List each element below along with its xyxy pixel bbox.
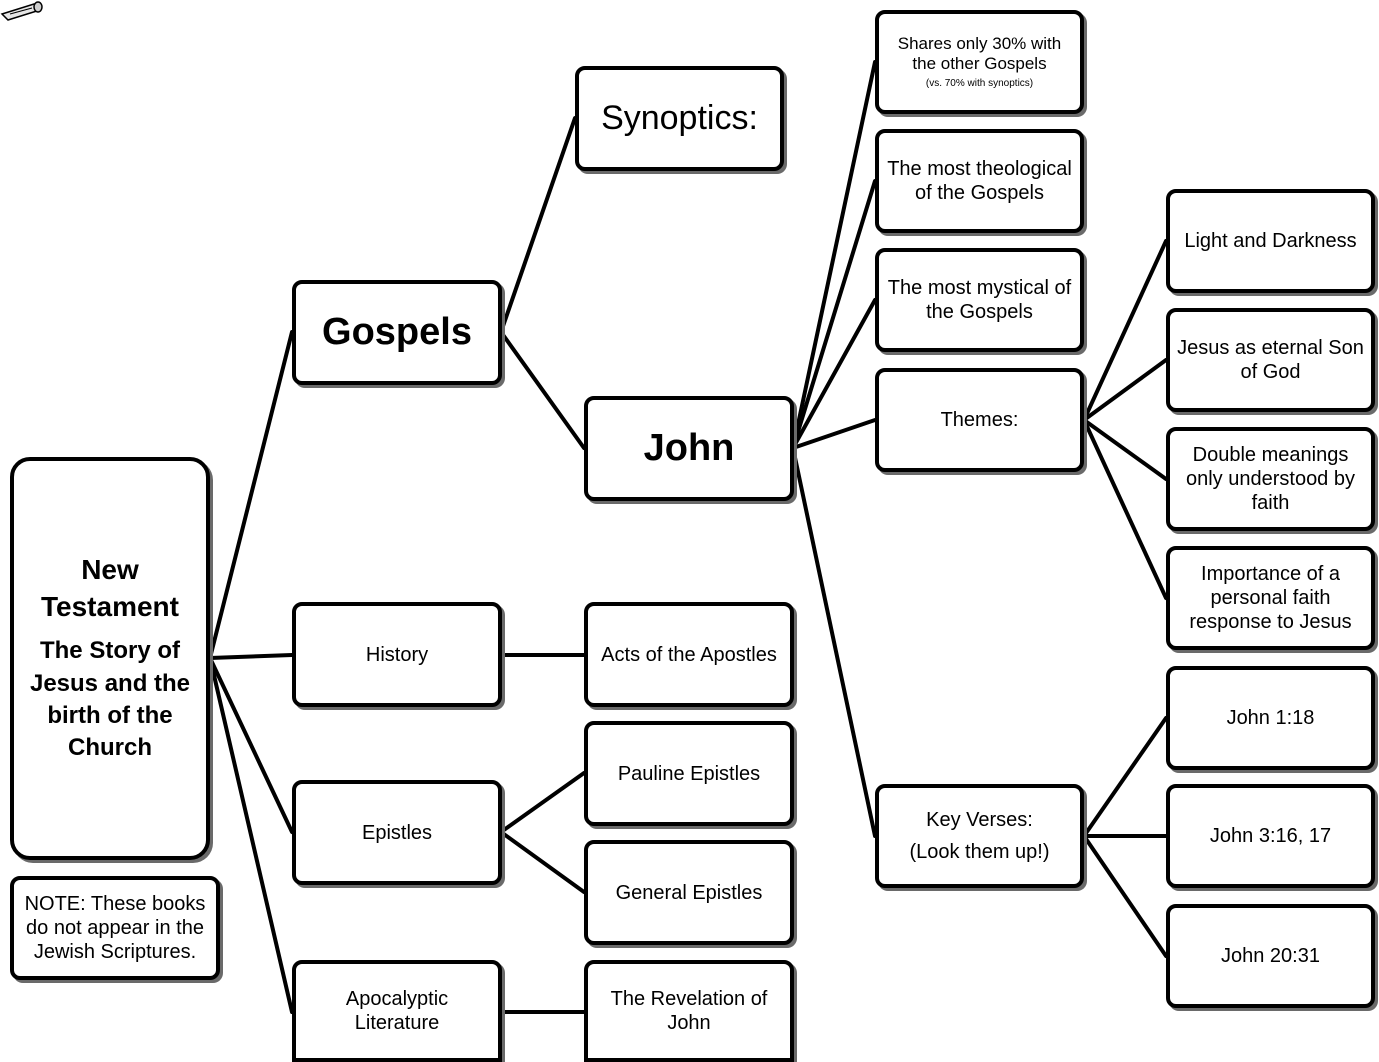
- john-label: John: [643, 426, 735, 469]
- link-themes-1: [1082, 239, 1168, 422]
- link-themes-3: [1082, 418, 1168, 481]
- link-john-keyverses: [791, 446, 877, 838]
- link-epistles-pauline: [499, 771, 586, 834]
- link-epistles-general: [499, 830, 586, 894]
- link-gospels-synoptics: [499, 116, 577, 334]
- link-john-themes: [791, 418, 877, 450]
- key-verses-note: (Look them up!): [909, 841, 1050, 863]
- verse-item: John 20:31: [1166, 904, 1375, 1008]
- key-verses-node: Key Verses: (Look them up!): [875, 784, 1084, 888]
- note-box: NOTE: These books do not appear in the J…: [10, 876, 220, 980]
- theme-item: Jesus as eternal Son of God: [1166, 308, 1375, 412]
- apocalyptic-label: Apocalyptic Literature: [345, 988, 449, 1034]
- pauline-node: Pauline Epistles: [584, 721, 794, 826]
- theological-node: The most theological of the Gospels: [875, 129, 1084, 233]
- revelation-node: The Revelation of John: [584, 960, 794, 1062]
- root-node: New Testament The Story of Jesus and the…: [10, 457, 210, 860]
- gospels-label: Gospels: [322, 310, 472, 353]
- link-verses-3: [1082, 834, 1168, 958]
- epistles-label: Epistles: [361, 821, 433, 844]
- link-john-theological: [791, 179, 877, 450]
- link-themes-2: [1082, 358, 1168, 422]
- link-verses-1: [1082, 716, 1168, 838]
- theme-label: Light and Darkness: [1184, 230, 1357, 252]
- link-john-shares: [791, 60, 877, 450]
- link-root-history: [208, 653, 294, 660]
- theme-label: Double meanings only understood by faith: [1185, 444, 1355, 514]
- themes-label: Themes:: [940, 409, 1019, 431]
- theme-label: Jesus as eternal Son of God: [1177, 337, 1364, 383]
- themes-node: Themes:: [875, 368, 1084, 472]
- john-node: John: [584, 396, 794, 501]
- root-subtitle: The Story of Jesus and the birth of the …: [29, 637, 191, 762]
- synoptics-label: Synoptics:: [601, 99, 758, 138]
- shares-label: Shares only 30% with the other Gospels: [897, 33, 1062, 73]
- apocalyptic-node: Apocalyptic Literature: [292, 960, 502, 1062]
- link-john-mystical: [791, 298, 877, 450]
- gospels-node: Gospels: [292, 280, 502, 385]
- scroll-logo-icon: [0, 1, 43, 21]
- synoptics-node: Synoptics:: [575, 66, 784, 171]
- pauline-label: Pauline Epistles: [617, 762, 761, 785]
- shares-note: (vs. 70% with synoptics): [925, 78, 1034, 90]
- link-root-gospels: [208, 330, 294, 660]
- theme-item: Double meanings only understood by faith: [1166, 427, 1375, 531]
- acts-label: Acts of the Apostles: [601, 643, 777, 666]
- verse-item: John 1:18: [1166, 666, 1375, 770]
- theme-item: Light and Darkness: [1166, 189, 1375, 293]
- link-root-epistles: [208, 656, 294, 834]
- verse-label: John 20:31: [1221, 945, 1320, 967]
- theme-label: Importance of a personal faith response …: [1189, 563, 1352, 633]
- mystical-node: The most mystical of the Gospels: [875, 248, 1084, 352]
- mystical-label: The most mystical of the Gospels: [887, 277, 1072, 323]
- verse-item: John 3:16, 17: [1166, 784, 1375, 888]
- note-text: NOTE: These books do not appear in the J…: [24, 893, 206, 963]
- root-title: New Testament: [41, 554, 179, 622]
- key-verses-label: Key Verses:: [926, 809, 1033, 831]
- history-node: History: [292, 602, 502, 707]
- revelation-label: The Revelation of John: [610, 988, 768, 1034]
- verse-label: John 3:16, 17: [1209, 825, 1332, 847]
- verse-label: John 1:18: [1226, 707, 1315, 729]
- theological-label: The most theological of the Gospels: [887, 158, 1072, 204]
- shares-node: Shares only 30% with the other Gospels (…: [875, 10, 1084, 114]
- link-root-apocalyptic: [208, 656, 294, 1014]
- theme-item: Importance of a personal faith response …: [1166, 546, 1375, 650]
- general-node: General Epistles: [584, 840, 794, 945]
- general-label: General Epistles: [615, 881, 763, 904]
- link-gospels-john: [499, 330, 586, 450]
- acts-node: Acts of the Apostles: [584, 602, 794, 707]
- epistles-node: Epistles: [292, 780, 502, 885]
- history-label: History: [365, 643, 429, 666]
- link-themes-4: [1082, 418, 1168, 600]
